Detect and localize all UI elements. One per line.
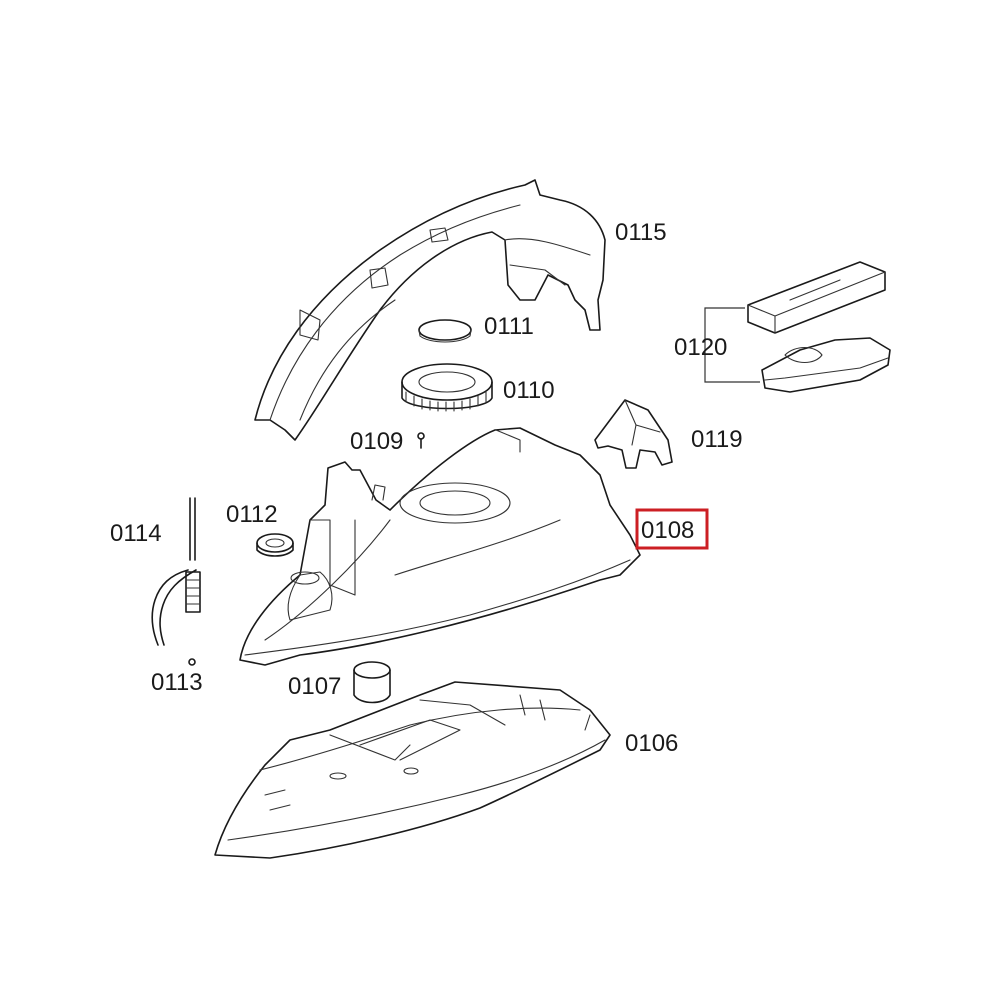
label-0108[interactable]: 0108 — [641, 517, 694, 544]
part-0108-iron-housing[interactable] — [239, 427, 641, 666]
label-0109: 0109 — [350, 428, 403, 455]
part-0113-ball[interactable] — [188, 658, 196, 666]
label-0115: 0115 — [615, 219, 667, 246]
part-0110-dial-ring[interactable] — [401, 363, 493, 412]
label-0112: 0112 — [226, 501, 278, 528]
label-0110: 0110 — [503, 377, 555, 404]
label-0120: 0120 — [674, 334, 727, 361]
label-0111: 0111 — [484, 313, 534, 340]
label-0107: 0107 — [288, 673, 341, 700]
label-0113: 0113 — [151, 669, 203, 696]
part-0112-washer[interactable] — [256, 533, 294, 557]
part-0114-pin-hose[interactable] — [151, 497, 201, 646]
part-0119-clip[interactable] — [594, 399, 673, 469]
part-0107-bushing[interactable] — [353, 661, 391, 704]
highlight-box — [635, 508, 709, 550]
part-0120-electronics[interactable] — [747, 261, 891, 393]
part-0106-soleplate-base[interactable] — [214, 681, 611, 859]
label-0114: 0114 — [110, 520, 162, 547]
label-0106: 0106 — [625, 730, 678, 757]
label-0119: 0119 — [691, 426, 743, 453]
part-0111-cap[interactable] — [418, 319, 472, 343]
part-0115-handle-cover[interactable] — [254, 179, 606, 441]
part-0109-screw[interactable] — [417, 432, 425, 449]
leader-0120 — [704, 307, 760, 383]
